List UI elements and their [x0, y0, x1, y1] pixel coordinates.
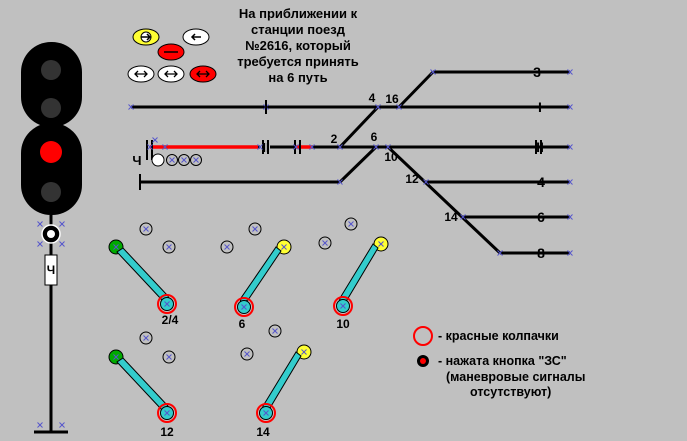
- switch-lever-12[interactable]: 12: [108, 331, 177, 439]
- track-label-3: 3: [533, 64, 541, 80]
- invitation-lamp-inner: [47, 230, 55, 238]
- task-text: На приближении к станции поезд №2616, ко…: [200, 6, 396, 86]
- track-label-6: 6: [537, 209, 545, 225]
- lever-label-12: 12: [160, 425, 174, 439]
- signal-head-lower: [21, 123, 82, 215]
- track-labels: 3 I I II II 4 6 8 Ч 4 16 2 6 10 12 14: [132, 64, 545, 261]
- legend-zs-pressed: - нажата кнопка "ЗС": [438, 354, 567, 368]
- lever-label-2-4: 2/4: [162, 313, 179, 327]
- switch-lever-6[interactable]: 6: [220, 222, 292, 331]
- switch-label-2: 2: [331, 132, 338, 146]
- switch-label-10: 10: [384, 150, 398, 164]
- switch-label-6: 6: [371, 130, 378, 144]
- lever-label-14: 14: [256, 425, 270, 439]
- lever-label-6: 6: [239, 317, 246, 331]
- legend: [413, 326, 433, 367]
- shunting-lamps: [151, 153, 202, 167]
- switch-label-4: 4: [369, 91, 376, 105]
- signal-lamp-4: [41, 182, 61, 202]
- switch-label-14: 14: [444, 210, 458, 224]
- signal-lamp-red: [40, 141, 62, 163]
- track-label-8: 8: [537, 245, 545, 261]
- track-label-1-right: I: [538, 99, 542, 115]
- task-line: станции поезд: [250, 22, 345, 37]
- legend-no-shunting-2: отсутствуют): [470, 385, 552, 399]
- signal-ch-label: Ч: [132, 153, 141, 168]
- switch-lever-2-4[interactable]: 2/4: [108, 222, 179, 327]
- signal-label-ch: Ч: [47, 263, 55, 277]
- legend-red-caps: - красные колпачки: [438, 329, 559, 343]
- route-icons: [127, 28, 217, 83]
- task-line: На приближении к: [238, 6, 358, 21]
- track-label-4: 4: [537, 174, 545, 190]
- task-line: №2616, который: [245, 38, 351, 53]
- signal-lamp-1: [41, 60, 61, 80]
- signal-plate: [44, 254, 58, 286]
- track-label-2-left: II: [262, 140, 269, 155]
- task-line: на 6 путь: [268, 70, 328, 85]
- signal-head-upper: [21, 42, 82, 127]
- switch-lever-14[interactable]: 14: [240, 324, 312, 439]
- entry-signal[interactable]: Ч: [21, 42, 82, 434]
- track-label-2-right: II: [536, 139, 544, 155]
- switch-label-12: 12: [405, 172, 419, 186]
- legend-no-shunting-1: (маневровые сигналы: [446, 370, 586, 384]
- track-label-1-left: I: [264, 100, 268, 115]
- diverging-10[interactable]: [386, 145, 502, 255]
- task-line: требуется принять: [237, 54, 359, 69]
- crossover-2-4[interactable]: [338, 105, 380, 149]
- signal-lamp-2: [41, 98, 61, 118]
- red-cap-legend-icon: [413, 326, 433, 346]
- switch-label-16: 16: [385, 92, 399, 106]
- switch-lever-10[interactable]: 10: [318, 217, 389, 331]
- track-layout: [131, 70, 570, 255]
- lever-label-10: 10: [336, 317, 350, 331]
- track-3-branch[interactable]: [397, 70, 435, 109]
- crossover-siding[interactable]: [338, 145, 378, 184]
